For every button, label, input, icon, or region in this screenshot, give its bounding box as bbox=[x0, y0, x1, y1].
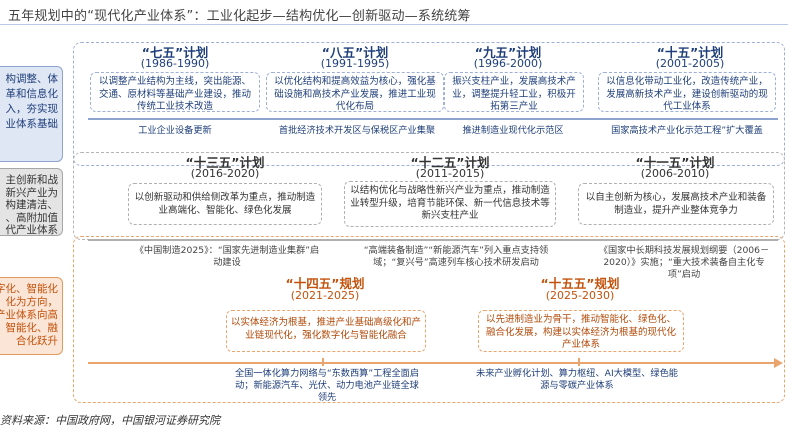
plan-name: “十一五”计划 bbox=[635, 155, 715, 170]
plan-milestone: 首批经济技术开发区与保税区产业集聚 bbox=[278, 125, 436, 136]
phase-line: 构建清洁、 bbox=[5, 199, 59, 211]
phase-line: 合化跃升 bbox=[16, 335, 58, 347]
plan-years: (1996-2000) bbox=[473, 57, 543, 70]
plan-years: (2001-2005) bbox=[655, 57, 725, 70]
plan-years: (2011-2015) bbox=[415, 167, 485, 180]
phase-line: 字化、智能化 bbox=[0, 283, 58, 295]
plan-milestone: “高端装备制造”“新能源汽车”列入重点支持领域；“复兴号”高速列车核心技术研发启… bbox=[363, 245, 549, 268]
phase-label-innovation: 主创新和战 新兴产业为 构建清洁、 、高附加值 代产业体系 bbox=[0, 168, 63, 236]
plan-years: (2025-2030) bbox=[545, 289, 615, 302]
title-divider bbox=[0, 24, 788, 25]
timeline-axis-foundation bbox=[88, 118, 778, 120]
plan-milestone: 工业企业设备更新 bbox=[138, 125, 212, 136]
phase-line: 入，夯实现 bbox=[5, 103, 59, 115]
phase-label-digital: 字化、智能化 化为方向， 产业体系向高 智能化、融 合化跃升 bbox=[0, 277, 63, 355]
phase-line: 智能化、融 bbox=[5, 322, 59, 334]
lane-foundation bbox=[73, 42, 785, 166]
plan-name: “十五”计划 bbox=[656, 45, 724, 60]
plan-milestone: 《中国制造2025》：“国家先进制造业集群”启动建设 bbox=[134, 245, 320, 268]
phase-line: 新兴产业为 bbox=[5, 186, 59, 199]
phase-line: 主创新和战 bbox=[5, 174, 59, 186]
plan-milestone: 《国家中长期科技发展规划纲要（2006－2020）》实施；“重大技术装备自主化专… bbox=[598, 245, 770, 280]
plan-description: 以创新驱动和供给侧改革为重点，推动制造业高端化、智能化、绿色化发展 bbox=[128, 183, 322, 225]
plan-milestone: 全国一体化算力网络与“东数西算”工程全面启动；新能源汽车、光伏、动力电池产业链全… bbox=[234, 368, 420, 403]
plan-description: 以结构优化与战略性新兴产业为重点，推动制造业转型升级，培育节能环保、新一代信息技… bbox=[344, 181, 556, 227]
plan-years: (2021-2025) bbox=[290, 289, 360, 302]
page-title: 五年规划中的“现代化产业体系”：工业化起步—结构优化—创新驱动—系统统筹 bbox=[8, 9, 471, 24]
timeline-tick bbox=[322, 358, 324, 366]
plan-name: “十四五”规划 bbox=[285, 276, 365, 291]
phase-line: 构调整、体 bbox=[5, 73, 59, 85]
plan-description: 振兴支柱产业，发展高技术产业，调整提升轻工业，积极开拓第三产业 bbox=[444, 72, 584, 112]
plan-milestone: 未来产业孵化计划、算力枢纽、AI大模型、绿色能源与零碳产业体系 bbox=[476, 368, 678, 391]
plan-description: 以先进制造业为骨干，推动智能化、绿色化、融合化发展，构建以实体经济为根基的现代化… bbox=[478, 310, 684, 352]
phase-line: 、高附加值 bbox=[5, 211, 59, 224]
plan-milestone: 国家高技术产业化示范工程”扩大覆盖 bbox=[611, 125, 763, 136]
plan-name: “九五”计划 bbox=[474, 45, 542, 60]
timeline-axis-digital bbox=[88, 362, 776, 364]
plan-description: 以实体经济为根基，推进产业基础高级化和产业链现代化，强化数字化与智能化融合 bbox=[226, 310, 426, 352]
phase-line: 代产业体系 bbox=[5, 224, 59, 236]
timeline-axis-innovation bbox=[88, 239, 778, 241]
source-note: 资料来源：中国政府网，中国银河证券研究院 bbox=[0, 414, 220, 427]
timeline-tick bbox=[578, 358, 580, 366]
plan-name: “十三五”计划 bbox=[185, 155, 265, 170]
plan-milestone: 推进制造业现代化示范区 bbox=[462, 125, 564, 136]
plan-name: “七五”计划 bbox=[141, 45, 209, 60]
plan-name: “十二五”计划 bbox=[410, 155, 490, 170]
timeline-arrow-icon bbox=[774, 358, 783, 368]
phase-line: 化为方向， bbox=[5, 296, 59, 308]
plan-description: 以自主创新为核心，发展高技术产业和装备制造业，提升产业整体竞争力 bbox=[578, 183, 774, 225]
plan-description: 以调整产业结构为主线，突出能源、交通、原材料等基础产业建设，推动传统工业技术改造 bbox=[90, 72, 260, 112]
plan-years: (1986-1990) bbox=[140, 57, 210, 70]
plan-description: 以信息化带动工业化，改造传统产业，发展高新技术产业，建设创新驱动的现代工业体系 bbox=[598, 72, 776, 112]
phase-line: 革和信息化 bbox=[5, 88, 59, 100]
plan-name: “十五五”规划 bbox=[540, 276, 620, 291]
plan-years: (2006-2010) bbox=[640, 167, 710, 180]
phase-line: 产业体系向高 bbox=[0, 309, 58, 321]
lane-digital bbox=[73, 236, 785, 403]
plan-years: (1991-1995) bbox=[320, 57, 390, 70]
plan-description: 以优化结构和提高效益为核心，强化基础设施和高技术产业发展，推进工业现代化布局 bbox=[266, 72, 444, 112]
plan-years: (2016-2020) bbox=[190, 167, 260, 180]
phase-label-foundation: 构调整、体 革和信息化 入，夯实现 业体系基础 bbox=[0, 66, 63, 162]
plan-name: “八五”计划 bbox=[321, 45, 389, 60]
phase-line: 业体系基础 bbox=[5, 118, 59, 130]
